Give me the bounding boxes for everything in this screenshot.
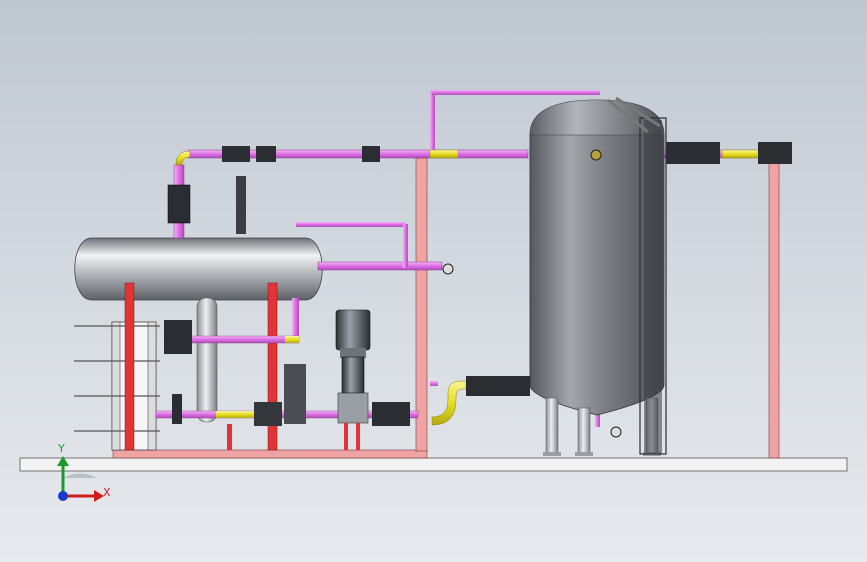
vessel-drain-column[interactable] [196,297,218,423]
gate-valve-left[interactable] [254,402,282,426]
drain-valve[interactable] [172,394,182,424]
tank-inlet-strainer[interactable] [466,376,530,396]
yellow-piping [175,149,769,426]
y-axis-label: Y [58,442,65,455]
plate-heat-exchanger[interactable] [74,321,160,451]
x-axis-arrowhead [94,490,104,502]
gate-valve-stem[interactable] [284,364,306,424]
base-plate[interactable] [19,457,848,472]
gauge-valve-stack[interactable] [236,176,246,234]
tie-rods [74,325,160,432]
outlet-flange[interactable] [758,142,792,164]
vertical-valve[interactable] [167,184,191,224]
outlet-valve-group[interactable] [666,142,720,164]
x-axis-label: X [103,486,111,499]
tank-drain-gauge[interactable] [610,426,622,438]
valve-fittings[interactable] [164,142,792,438]
coordinate-triad [57,456,104,502]
tank-fitting[interactable] [590,149,602,161]
horizontal-vessel[interactable] [74,237,323,423]
y-axis-arrowhead [57,456,69,466]
level-gauge[interactable] [607,96,667,455]
pressure-gauge[interactable] [442,263,454,275]
strainer-top[interactable] [222,146,250,162]
circulation-pump[interactable] [335,309,371,450]
pump-discharge-valve[interactable] [372,402,410,426]
z-axis-dot [58,491,68,501]
vertical-storage-tank[interactable] [529,99,665,456]
ball-valve-top[interactable] [362,146,380,162]
control-valve[interactable] [164,320,192,354]
red-risers [124,282,278,451]
flange-top[interactable] [256,146,276,162]
